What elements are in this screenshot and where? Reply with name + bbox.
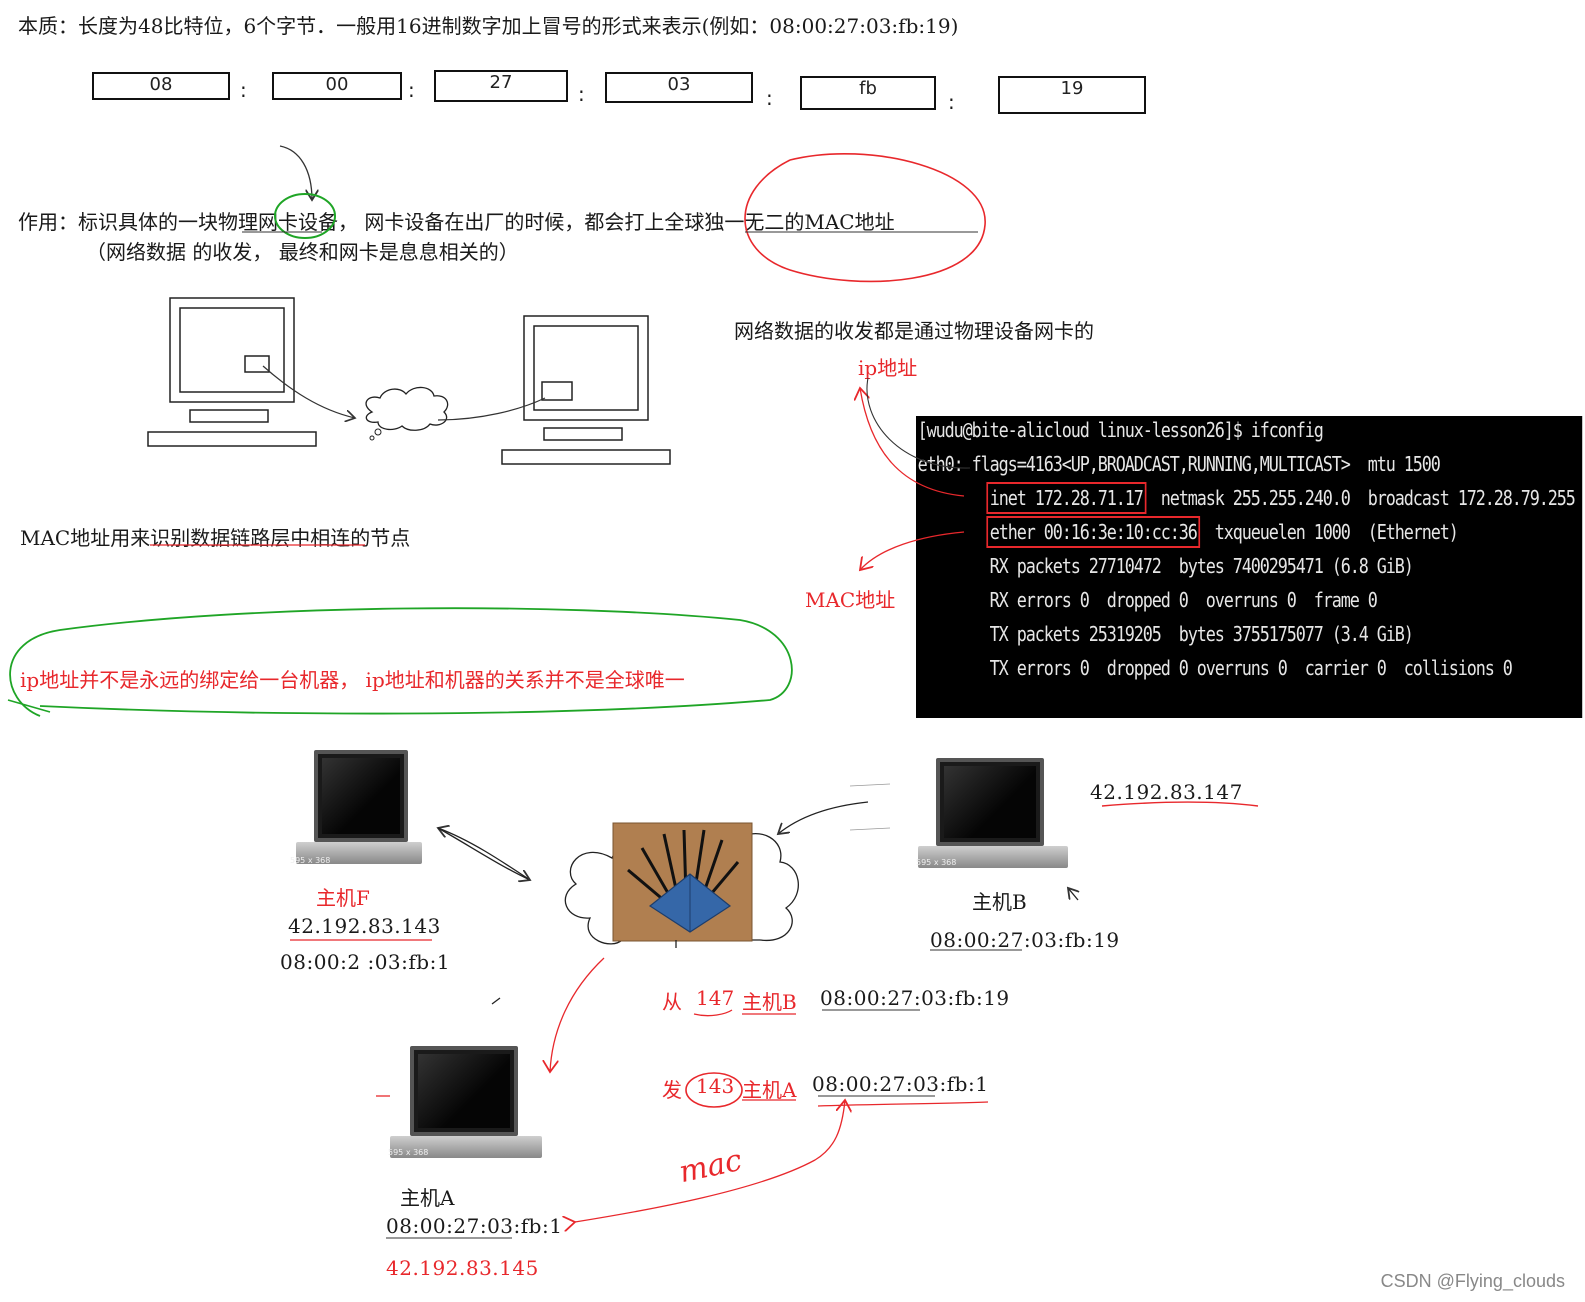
host-b-mac: 08:00:27:03:fb:19 bbox=[930, 928, 1120, 952]
send-mac: 08:00:27:03:fb:1 bbox=[812, 1072, 988, 1096]
from-num: 147 bbox=[696, 986, 734, 1010]
host-a-name: 主机A bbox=[400, 1182, 454, 1211]
pointer-arrow bbox=[280, 146, 312, 200]
send-num: 143 bbox=[696, 1074, 734, 1098]
from-host: 主机B bbox=[742, 986, 797, 1015]
host-f-mac: 08:00:2 :03:fb:1 bbox=[280, 950, 450, 974]
laptop-caption: 595 x 368 bbox=[916, 858, 956, 867]
host-b-name: 主机B bbox=[972, 886, 1027, 915]
laptop-host-f: 595 x 368 bbox=[286, 748, 428, 872]
send-word: 发 bbox=[662, 1074, 682, 1103]
green-loop-ip-note bbox=[10, 608, 792, 716]
host-a-mac: 08:00:27:03:fb:1 bbox=[386, 1214, 562, 1238]
from-word: 从 bbox=[662, 986, 682, 1015]
computer-right bbox=[502, 316, 670, 464]
footer-watermark: CSDN @Flying_clouds bbox=[1381, 1271, 1565, 1292]
laptop-host-a: 595 x 368 bbox=[384, 1044, 548, 1164]
laptop-caption: 595 x 368 bbox=[290, 856, 330, 865]
cloud-small bbox=[366, 387, 448, 430]
red-loop-mac bbox=[745, 154, 985, 282]
host-f-name: 主机F bbox=[316, 882, 370, 911]
laptop-caption: 595 x 368 bbox=[388, 1148, 428, 1157]
computer-left bbox=[148, 298, 316, 446]
host-a-ip: 42.192.83.145 bbox=[386, 1256, 539, 1280]
green-circle-nic bbox=[275, 194, 335, 238]
laptop-host-b: 595 x 368 bbox=[912, 756, 1074, 874]
host-f-ip: 42.192.83.143 bbox=[288, 914, 441, 938]
router-image bbox=[613, 823, 752, 941]
from-mac: 08:00:27:03:fb:19 bbox=[820, 986, 1010, 1010]
send-host: 主机A bbox=[742, 1074, 796, 1103]
host-b-ip: 42.192.83.147 bbox=[1090, 780, 1243, 804]
